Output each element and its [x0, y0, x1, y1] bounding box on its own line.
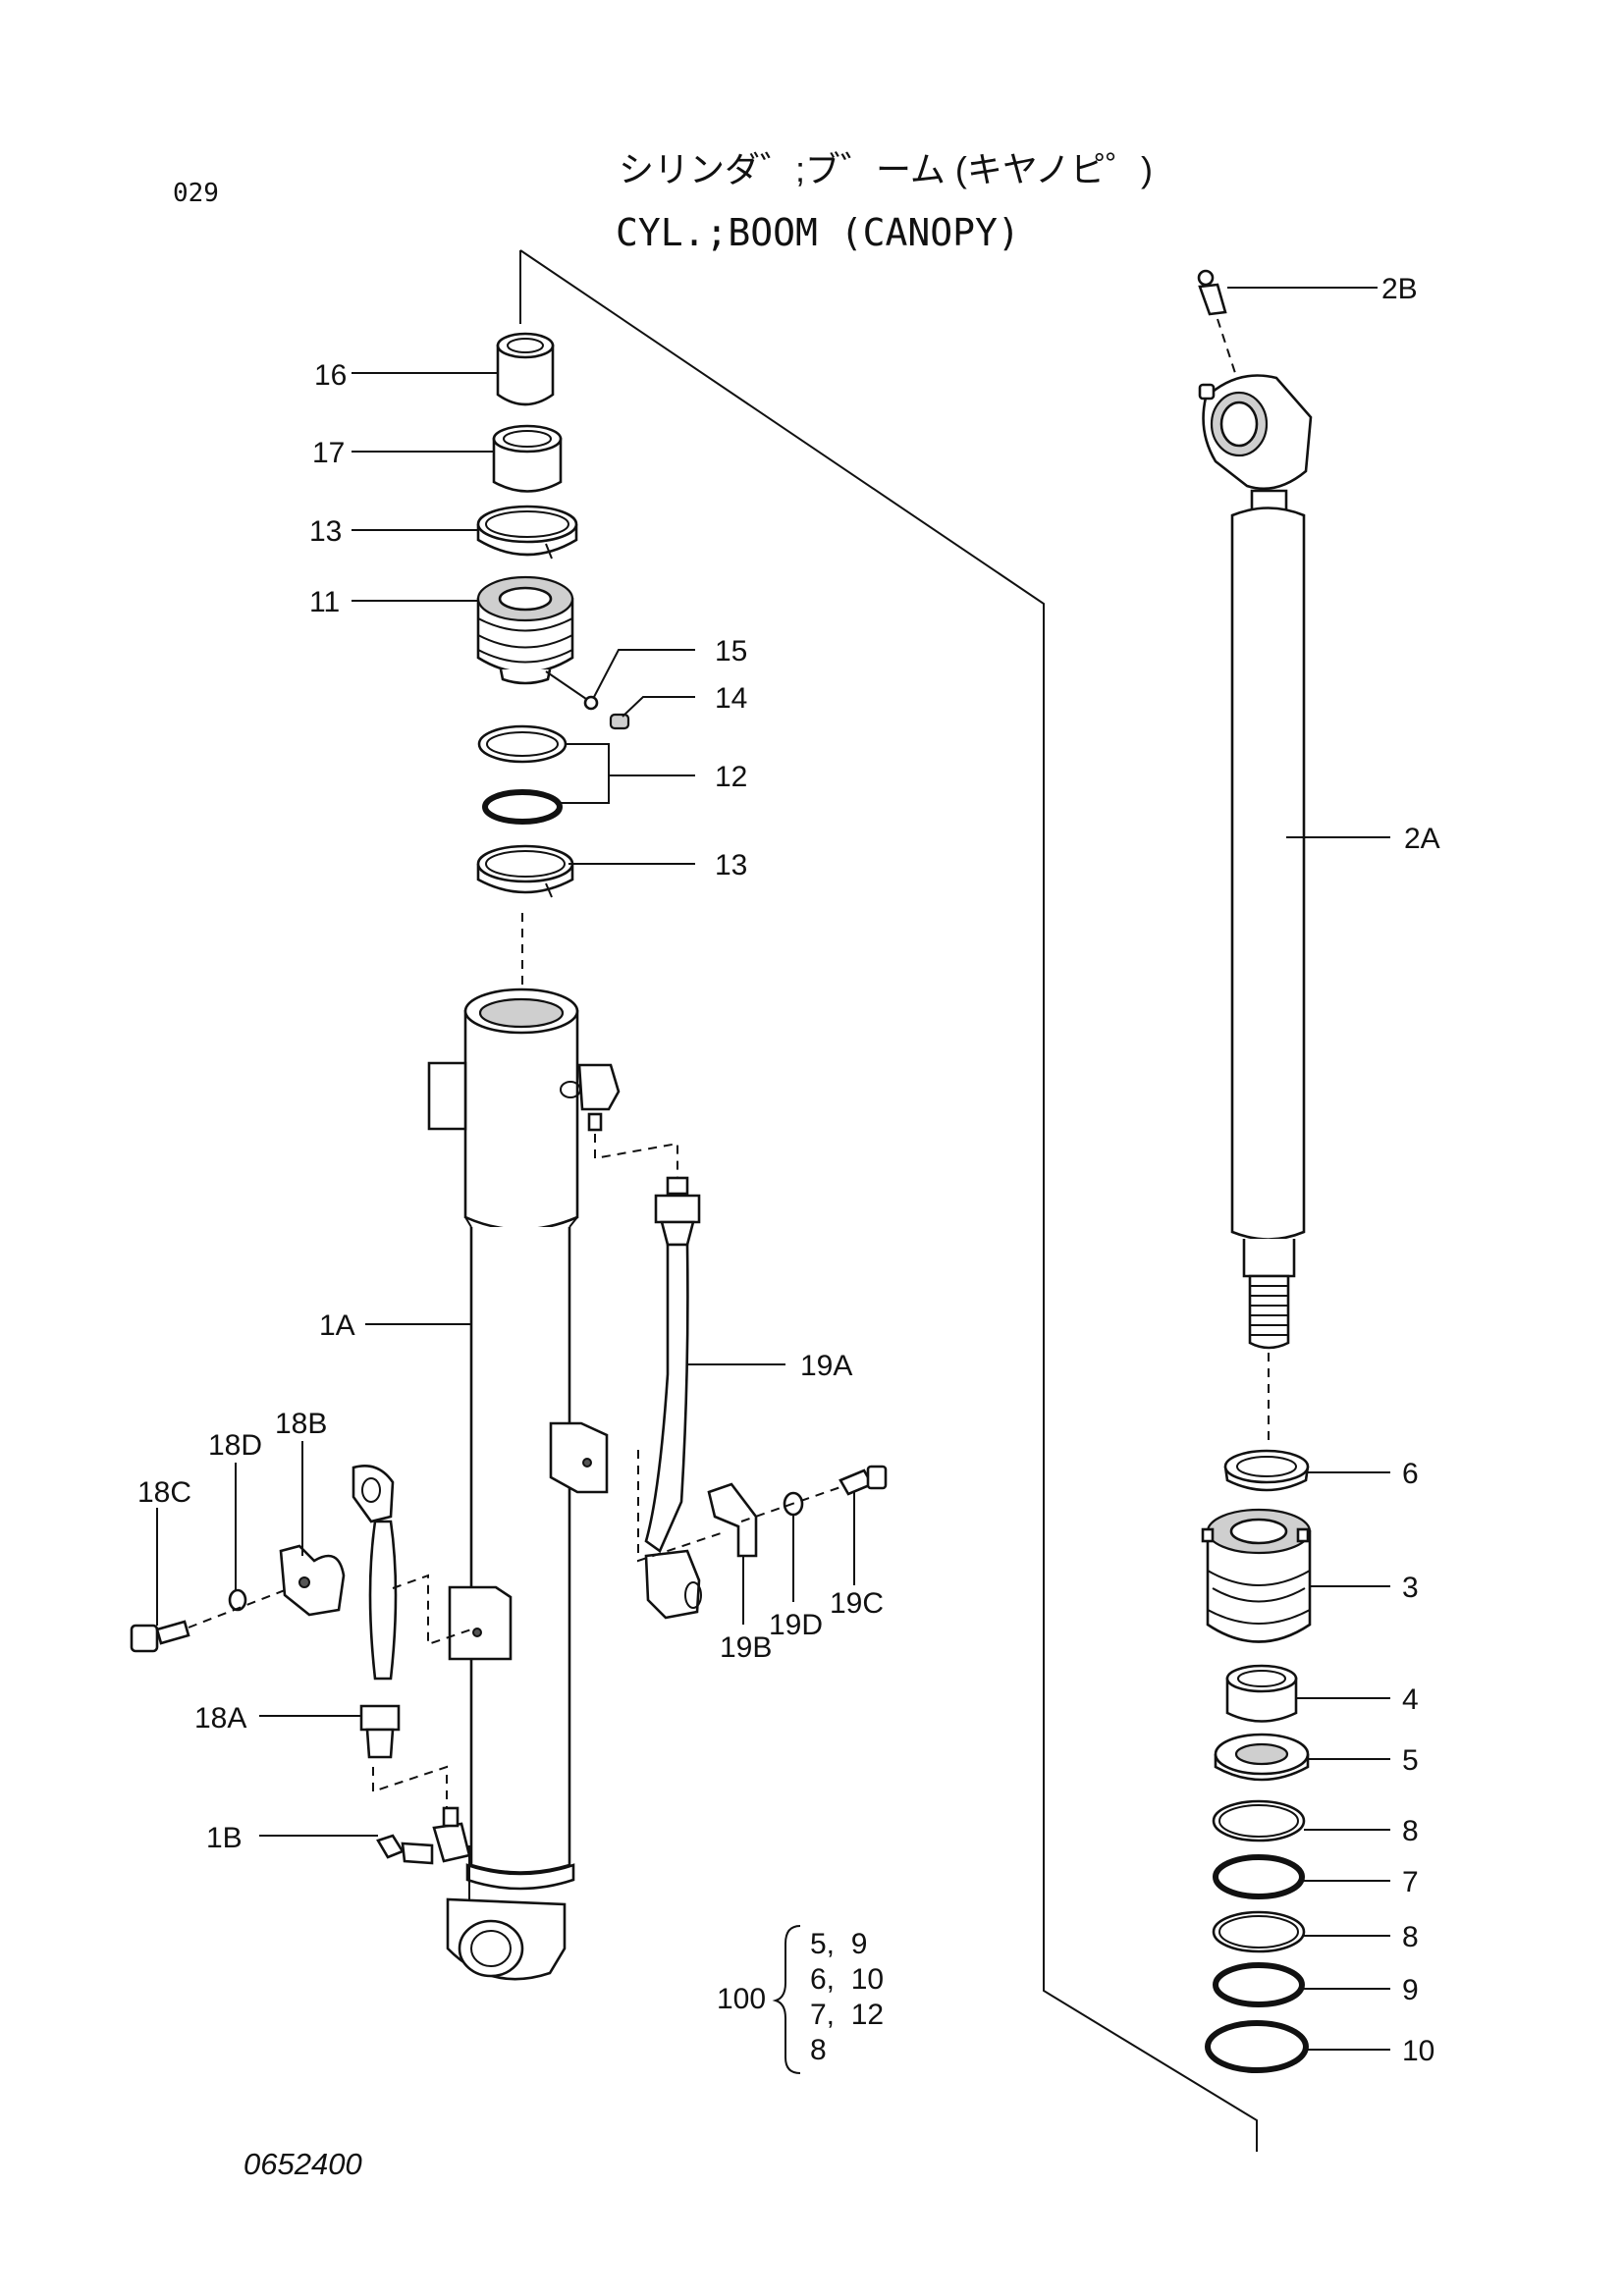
callout-13-lower: 13 — [715, 849, 747, 881]
kit-row-1: 5, 9 — [810, 1928, 867, 1960]
callout-18B: 18B — [275, 1408, 327, 1440]
callout-19B: 19B — [720, 1631, 772, 1664]
part-19C-bolt — [839, 1465, 888, 1496]
part-10-o-ring — [1205, 2020, 1309, 2073]
callout-15: 15 — [715, 635, 747, 667]
callout-12: 12 — [715, 761, 747, 793]
part-18C-bolt — [130, 1620, 190, 1653]
callout-13-upper: 13 — [309, 515, 342, 548]
callout-7: 7 — [1402, 1866, 1419, 1898]
callout-1A: 1A — [319, 1309, 355, 1342]
clamp-block-19 — [549, 1421, 609, 1494]
leader-lines — [156, 287, 1390, 2051]
part-4-bushing — [1225, 1664, 1298, 1723]
callout-10: 10 — [1402, 2035, 1434, 2067]
part-19A-hose — [644, 1176, 702, 1620]
part-1B-fitting — [376, 1806, 471, 1899]
part-18A-hose — [352, 1465, 401, 1759]
part-6-wear-ring — [1223, 1449, 1310, 1492]
callout-19C: 19C — [830, 1587, 884, 1620]
callout-18A: 18A — [194, 1702, 246, 1735]
assembly-boundary-lines — [519, 249, 1258, 2152]
callout-3: 3 — [1402, 1572, 1419, 1604]
callout-4: 4 — [1402, 1683, 1419, 1716]
callout-2A: 2A — [1404, 823, 1440, 855]
callout-1B: 1B — [206, 1822, 243, 1854]
part-2A-piston-rod — [1198, 374, 1313, 1350]
seal-kit-100: 100 5, 9 6, 10 7, 12 8 — [717, 1925, 884, 2074]
callout-8-upper: 8 — [1402, 1815, 1419, 1847]
callout-17: 17 — [312, 437, 345, 469]
part-13-ring-upper — [476, 505, 578, 560]
part-16-bushing — [496, 332, 555, 406]
part-7-o-ring — [1213, 1854, 1305, 1899]
callout-14: 14 — [715, 682, 747, 715]
kit-row-2: 6, 10 — [810, 1963, 884, 1996]
part-12-seal-set — [477, 724, 568, 825]
callout-8-lower: 8 — [1402, 1921, 1419, 1953]
part-13-ring-lower — [476, 844, 574, 898]
fitting-upper-port — [560, 1063, 621, 1132]
callout-19D: 19D — [769, 1609, 823, 1641]
part-3-piston — [1201, 1508, 1312, 1643]
part-17-bushing — [492, 424, 563, 493]
callout-2B: 2B — [1381, 273, 1418, 305]
part-18D-washer — [228, 1588, 247, 1612]
part-9-o-ring — [1213, 1962, 1305, 2007]
part-14-set-screw — [609, 713, 630, 730]
part-19B-clamp — [707, 1482, 758, 1558]
callout-5: 5 — [1402, 1744, 1419, 1777]
page-code: 029 — [173, 179, 219, 208]
part-11-head-gland — [476, 575, 599, 711]
part-8-backup-ring-upper — [1212, 1799, 1306, 1842]
callout-labels: 16 17 13 11 15 14 12 13 1A 19A 18B 18D 1… — [137, 273, 1440, 2067]
drawing-number: 0652400 — [243, 2147, 362, 2181]
kit-number: 100 — [717, 1983, 766, 2015]
part-18B-clamp — [279, 1544, 346, 1617]
callout-19A: 19A — [800, 1350, 852, 1382]
part-8-backup-ring-lower — [1212, 1910, 1306, 1953]
part-1A-cylinder-tube — [427, 988, 579, 1981]
callout-9: 9 — [1402, 1974, 1419, 2006]
kit-row-4: 8 — [810, 2034, 827, 2066]
callout-11: 11 — [309, 586, 340, 618]
part-5-nut — [1214, 1733, 1310, 1782]
title-japanese: シリンダ゛;ブ゛ーム (キヤノピ゜) — [619, 149, 1153, 189]
kit-row-3: 7, 12 — [810, 1999, 884, 2031]
callout-16: 16 — [314, 359, 347, 392]
callout-6: 6 — [1402, 1458, 1419, 1490]
callout-18C: 18C — [137, 1476, 191, 1509]
callout-18D: 18D — [208, 1429, 262, 1462]
title-english: CYL.;BOOM (CANOPY) — [616, 211, 1020, 254]
part-2B-grease-fitting — [1197, 269, 1227, 316]
